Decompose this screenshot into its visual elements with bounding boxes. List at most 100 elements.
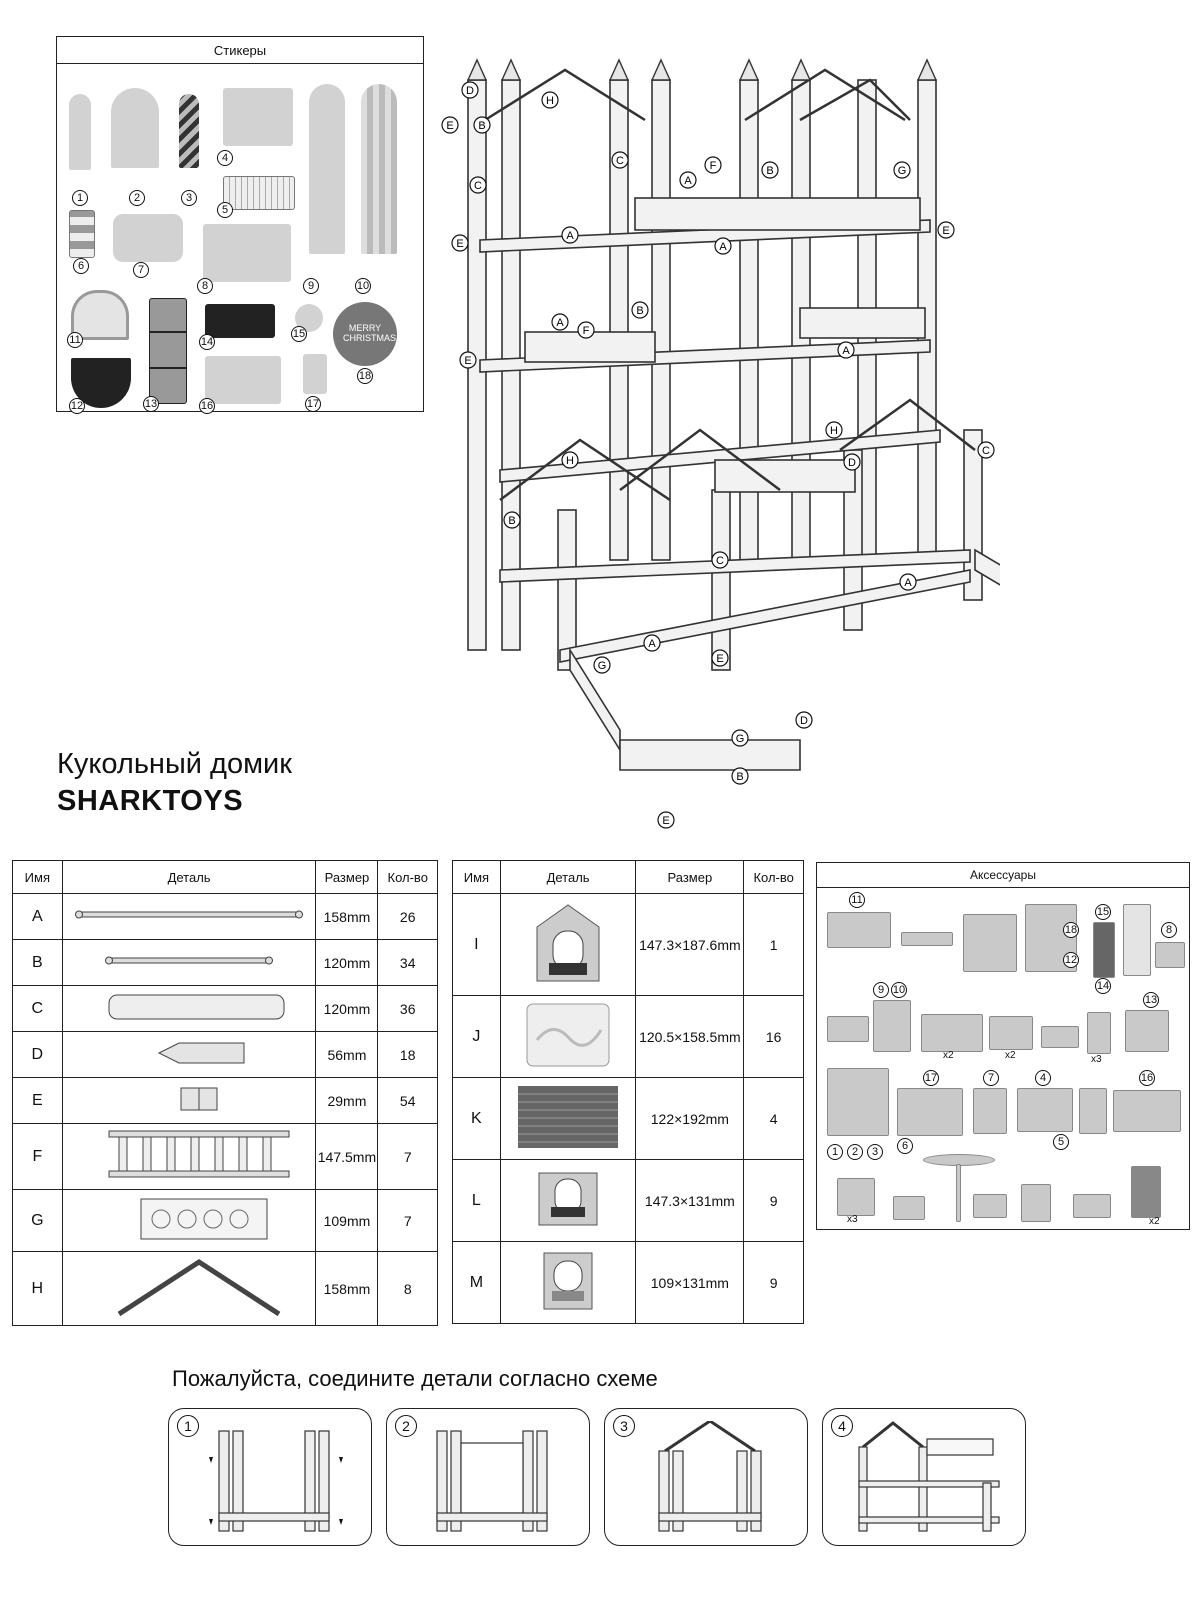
sticker-7-image (113, 214, 183, 262)
accessory-item (1093, 922, 1115, 978)
accessory-item (1073, 1194, 1111, 1218)
step-number: 1 (177, 1415, 199, 1437)
fence (974, 548, 1000, 586)
part-size: 120mm (315, 939, 379, 986)
part-qty: 9 (743, 1241, 804, 1324)
svg-text:A: A (904, 577, 912, 589)
sticker-number: 3 (181, 190, 197, 206)
svg-text:H: H (830, 425, 838, 437)
part-size: 147.5mm (315, 1123, 379, 1190)
accessory-multiplier: x3 (1091, 1054, 1102, 1065)
sticker-number: 9 (303, 278, 319, 294)
table-header-row: Имя Деталь Размер Кол-во (12, 860, 438, 894)
table-row: M 109×131mm 9 (452, 1241, 804, 1324)
accessories-panel: Аксессуары 11 18 12 15 14 8 9 10 x2 x2 x… (816, 862, 1190, 1230)
svg-text:C: C (716, 555, 724, 567)
svg-text:B: B (736, 771, 743, 783)
header-detail: Деталь (499, 860, 637, 894)
accessory-number: 10 (891, 982, 907, 998)
accessory-item (1079, 1088, 1107, 1134)
assembly-instruction: Пожалуйста, соедините детали согласно сх… (172, 1366, 658, 1391)
svg-text:B: B (508, 515, 515, 527)
svg-text:A: A (684, 175, 692, 187)
brand-name: SHARKTOYS (57, 785, 244, 817)
svg-text:G: G (736, 733, 745, 745)
sticker-18-image: MERRY CHRISTMAS (333, 302, 397, 366)
header-size: Размер (315, 860, 379, 894)
table-header-row: Имя Деталь Размер Кол-во (452, 860, 804, 894)
part-name: I (452, 893, 501, 996)
sticker-number: 14 (199, 334, 215, 350)
accessory-item (956, 1164, 961, 1222)
sticker-number: 16 (199, 398, 215, 414)
accessory-number: 4 (1035, 1070, 1051, 1086)
sticker-2-image (111, 88, 159, 168)
assembly-diagram: D E B H C C A F B G A E A E A F B E A H … (441, 58, 1000, 829)
assembly-step-2: 2 (386, 1408, 590, 1546)
accessory-item (1113, 1090, 1181, 1132)
part-image (61, 1123, 317, 1190)
part-qty: 8 (377, 1251, 438, 1326)
accessory-number: 6 (897, 1138, 913, 1154)
pillar (557, 509, 577, 671)
part-image (499, 995, 637, 1078)
part-qty: 54 (377, 1077, 438, 1124)
spire-tip (466, 58, 488, 81)
accessory-item (1021, 1184, 1051, 1222)
svg-text:F: F (710, 160, 717, 172)
accessory-multiplier: x2 (1149, 1216, 1160, 1227)
part-size: 120.5×158.5mm (635, 995, 745, 1078)
accessory-item (1087, 1012, 1111, 1054)
spire-tip (650, 58, 672, 81)
table-row: J 120.5×158.5mm 16 (452, 995, 804, 1078)
sticker-number: 10 (355, 278, 371, 294)
accessory-number: 1 (827, 1144, 843, 1160)
part-name: D (12, 1031, 63, 1078)
sticker-number: 17 (305, 396, 321, 412)
accessories-title: Аксессуары (817, 863, 1189, 888)
part-size: 158mm (315, 893, 379, 940)
part-qty: 4 (743, 1077, 804, 1160)
part-size: 56mm (315, 1031, 379, 1078)
table-row: F 147.5mm 7 (12, 1123, 438, 1190)
part-image (61, 1251, 317, 1326)
accessory-item (1125, 1010, 1169, 1052)
part-image (499, 1077, 637, 1160)
svg-text:A: A (566, 230, 574, 242)
balcony-railing (634, 197, 921, 231)
floor-beam (559, 569, 971, 663)
table-row: K 122×192mm 4 (452, 1077, 804, 1160)
part-image (499, 893, 637, 996)
accessory-item (1123, 904, 1151, 976)
svg-text:E: E (942, 225, 949, 237)
part-qty: 7 (377, 1189, 438, 1252)
accessory-item (901, 932, 953, 946)
sticker-number: 2 (129, 190, 145, 206)
svg-text:A: A (556, 317, 564, 329)
sticker-14-image (205, 304, 275, 338)
step-3-illustration (658, 1421, 762, 1532)
spire-tip (608, 58, 630, 81)
svg-text:A: A (842, 345, 850, 357)
table-row: H 158mm 8 (12, 1251, 438, 1326)
parts-table-left: Имя Деталь Размер Кол-во A 158mm 26 B 12… (12, 860, 438, 1326)
part-name: K (452, 1077, 501, 1160)
part-image (61, 1031, 317, 1078)
sticker-11-image (71, 290, 129, 340)
svg-text:B: B (478, 120, 485, 132)
table-row: I 147.3×187.6mm 1 (452, 893, 804, 996)
floor-beam (499, 429, 941, 483)
step-number: 4 (831, 1415, 853, 1437)
sticker-17-image (303, 354, 327, 394)
roof-gable (799, 78, 911, 122)
svg-text:C: C (474, 180, 482, 192)
header-detail: Деталь (61, 860, 317, 894)
stickers-panel: Стикеры 1 2 3 4 5 9 10 6 7 8 11 12 13 14… (56, 36, 424, 414)
svg-text:E: E (464, 355, 471, 367)
part-size: 109×131mm (635, 1241, 745, 1324)
accessory-item (893, 1196, 925, 1220)
part-image (61, 985, 317, 1032)
part-image (61, 1077, 317, 1124)
part-qty: 26 (377, 893, 438, 940)
roof-gable (744, 68, 906, 122)
